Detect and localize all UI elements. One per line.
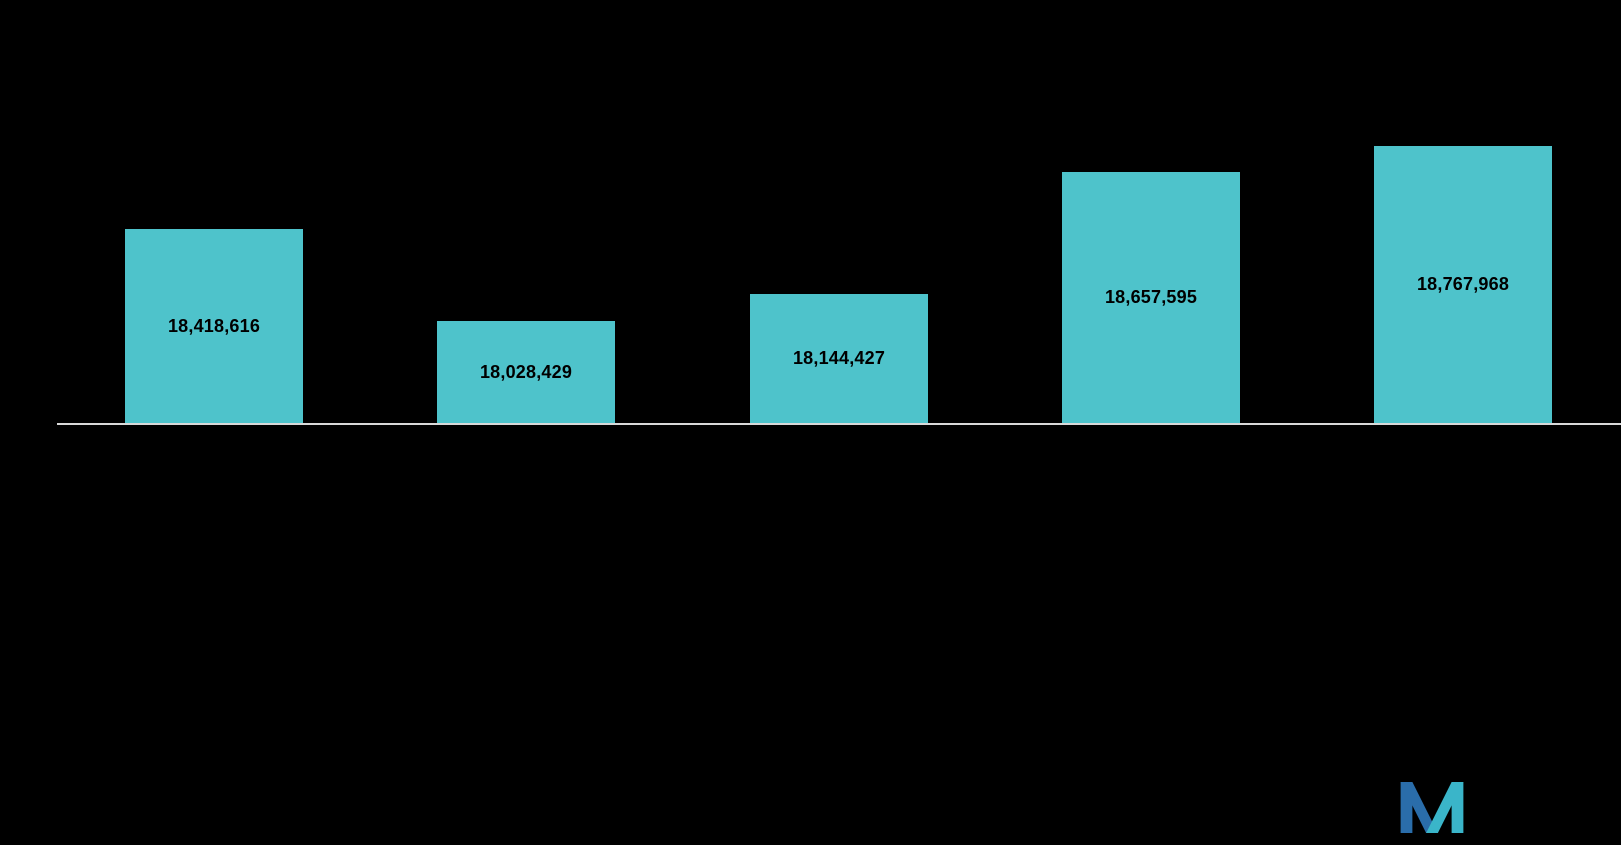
- bar: 18,028,429: [437, 321, 615, 423]
- bar: 18,657,595: [1062, 172, 1240, 423]
- bar-value-label: 18,657,595: [1104, 287, 1198, 307]
- bar: 18,144,427: [750, 294, 928, 423]
- bar-value-label: 18,144,427: [792, 348, 886, 368]
- bar-value-label: 18,767,968: [1416, 274, 1510, 294]
- bar-value-label: 18,418,616: [167, 315, 261, 336]
- brand-logo-icon: [1400, 782, 1464, 833]
- bar: 18,418,616: [125, 229, 303, 423]
- bar-value-label: 18,028,429: [479, 361, 573, 382]
- bar: 18,767,968: [1374, 146, 1552, 423]
- x-axis-line: [57, 423, 1621, 425]
